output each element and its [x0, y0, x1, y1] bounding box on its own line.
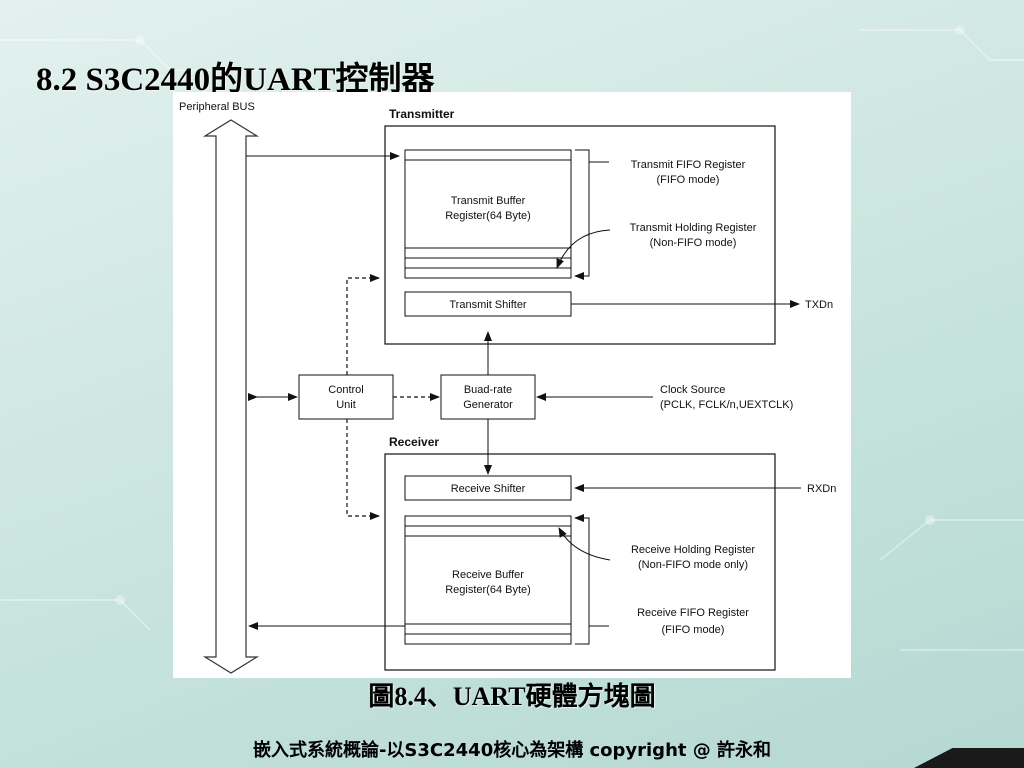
transmit-buffer-register — [404, 149, 572, 279]
receive-shifter-label: Receive Shifter — [451, 483, 526, 495]
baud-rate-generator-box — [440, 374, 536, 420]
uart-block-diagram: Peripheral BUS Transmitter Transmit Buff… — [173, 92, 851, 678]
receiver-block — [384, 453, 776, 671]
peripheral-bus-label: Peripheral BUS — [179, 101, 255, 113]
receive-shifter-box — [404, 475, 572, 501]
receive-buffer-label-1: Receive Buffer — [452, 569, 524, 581]
baud-rate-label-1: Buad-rate — [464, 384, 512, 396]
control-unit-box — [298, 374, 394, 420]
control-to-transmitter-dashed — [346, 274, 380, 375]
uart-diagram-svg: Peripheral BUS Transmitter Transmit Buff… — [179, 101, 836, 674]
transmit-buffer-label-1: Transmit Buffer — [451, 195, 526, 207]
receive-holding-register-label-1: Receive Holding Register — [631, 544, 755, 556]
transmitter-block — [384, 125, 776, 345]
control-to-receiver-dashed — [346, 419, 380, 520]
receive-fifo-register-label-1: Receive FIFO Register — [637, 607, 749, 619]
clock-source-label-1: Clock Source — [660, 384, 725, 396]
transmit-fifo-bracket — [574, 149, 590, 280]
transmitter-title: Transmitter — [389, 107, 455, 121]
control-unit-label-1: Control — [328, 384, 363, 396]
receive-holding-pointer — [558, 527, 611, 561]
peripheral-bus-arrow — [202, 119, 260, 674]
receive-buffer-label-2: Register(64 Byte) — [445, 584, 531, 596]
transmit-holding-pointer — [556, 229, 611, 269]
receive-fifo-bracket — [574, 514, 590, 645]
clock-source-label-2: (PCLK, FCLK/n,UEXTCLK) — [660, 399, 793, 411]
transmit-shifter-label: Transmit Shifter — [449, 299, 527, 311]
slide-footer: 嵌入式系統概論-以S3C2440核心為架構 copyright @ 許永和 — [252, 740, 772, 761]
control-unit-label-2: Unit — [336, 399, 356, 411]
figure-caption: 圖8.4、UART硬體方塊圖 — [368, 682, 656, 711]
rxdn-label: RXDn — [807, 483, 836, 495]
transmit-holding-register-label-2: (Non-FIFO mode) — [650, 237, 737, 249]
receive-holding-register-label-2: (Non-FIFO mode only) — [638, 559, 748, 571]
receiver-title: Receiver — [389, 435, 439, 449]
transmit-fifo-register-label-1: Transmit FIFO Register — [631, 159, 746, 171]
transmit-shifter-box — [404, 291, 572, 317]
transmit-buffer-label-2: Register(64 Byte) — [445, 210, 531, 222]
baud-rate-label-2: Generator — [463, 399, 513, 411]
transmit-fifo-register-label-2: (FIFO mode) — [657, 174, 720, 186]
transmit-holding-register-label-1: Transmit Holding Register — [630, 222, 757, 234]
txdn-label: TXDn — [805, 299, 833, 311]
receive-buffer-register — [404, 515, 572, 645]
receive-fifo-register-label-2: (FIFO mode) — [662, 624, 725, 636]
